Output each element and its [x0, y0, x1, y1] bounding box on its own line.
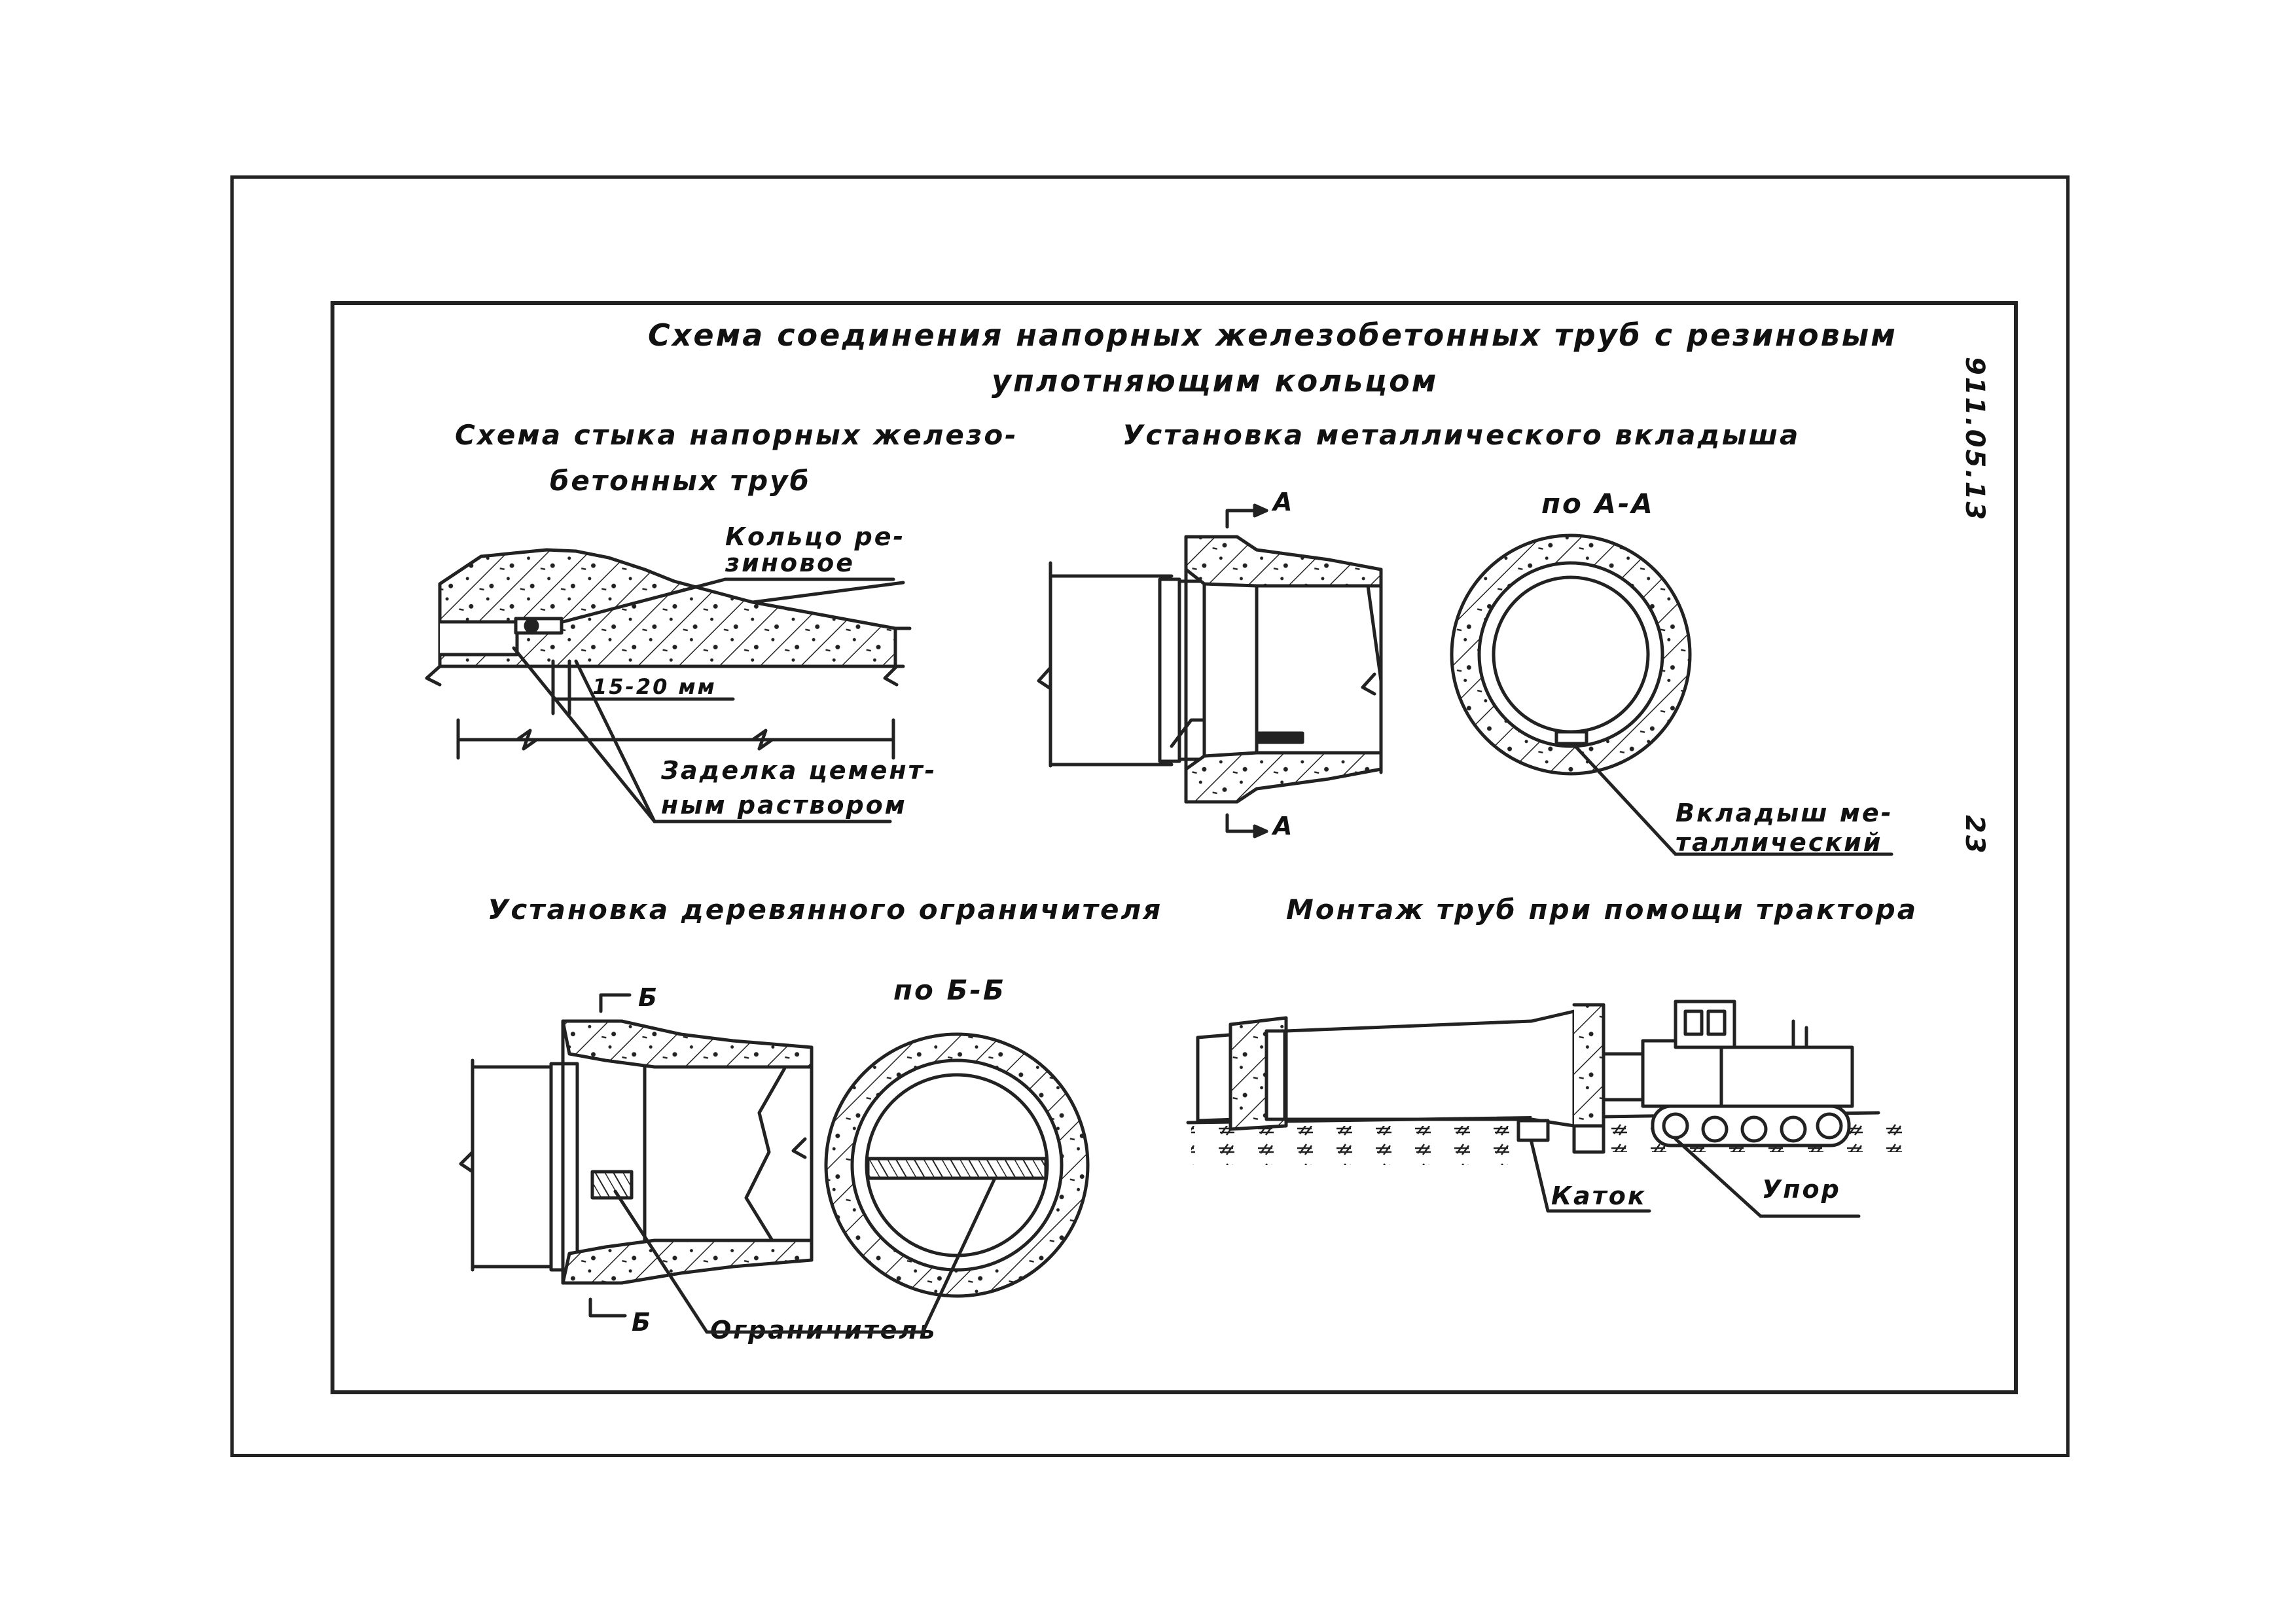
ring-label-line1: Кольцо ре- — [725, 522, 906, 551]
section-mark-b-bottom: Б — [632, 1308, 653, 1337]
section-a-title: по А-А — [1541, 488, 1655, 520]
metal-insert-drawing — [1037, 503, 1893, 856]
roller-label: Каток — [1551, 1182, 1647, 1210]
joint-heading-line1: Схема стыка напорных железо- — [455, 419, 1018, 451]
joint-section-drawing — [425, 548, 912, 823]
wood-heading: Установка деревянного ограничителя — [488, 893, 1163, 926]
drawing-inner-frame — [331, 301, 2018, 1394]
tractor-assembly-drawing — [1186, 1000, 1905, 1218]
section-mark-b-top: Б — [638, 983, 659, 1012]
seal-label-line2: ным раствором — [661, 791, 907, 820]
section-b-title: по Б-Б — [893, 974, 1006, 1006]
main-title-line1: Схема соединения напорных железобетонных… — [648, 317, 1897, 353]
section-mark-a-top: А — [1273, 488, 1295, 516]
section-mark-a-bottom: А — [1273, 812, 1295, 840]
gap-dimension: 15-20 мм — [592, 674, 717, 699]
tractor-heading: Монтаж труб при помощи трактора — [1286, 893, 1918, 926]
wooden-limiter-drawing — [459, 993, 1090, 1334]
stop-label: Упор — [1762, 1175, 1841, 1204]
metal-heading: Установка металлического вкладыша — [1122, 419, 1801, 451]
seal-label-line1: Заделка цемент- — [661, 756, 937, 785]
insert-label-line1: Вкладыш ме- — [1676, 799, 1893, 827]
sheet-outer-frame — [230, 175, 2070, 1457]
limiter-label: Ограничитель — [710, 1316, 937, 1344]
insert-label-line2: таллический — [1676, 828, 1883, 857]
main-title-line2: уплотняющим кольцом — [992, 363, 1439, 399]
joint-heading-line2: бетонных труб — [550, 465, 811, 497]
ring-label-line2: зиновое — [725, 549, 855, 577]
